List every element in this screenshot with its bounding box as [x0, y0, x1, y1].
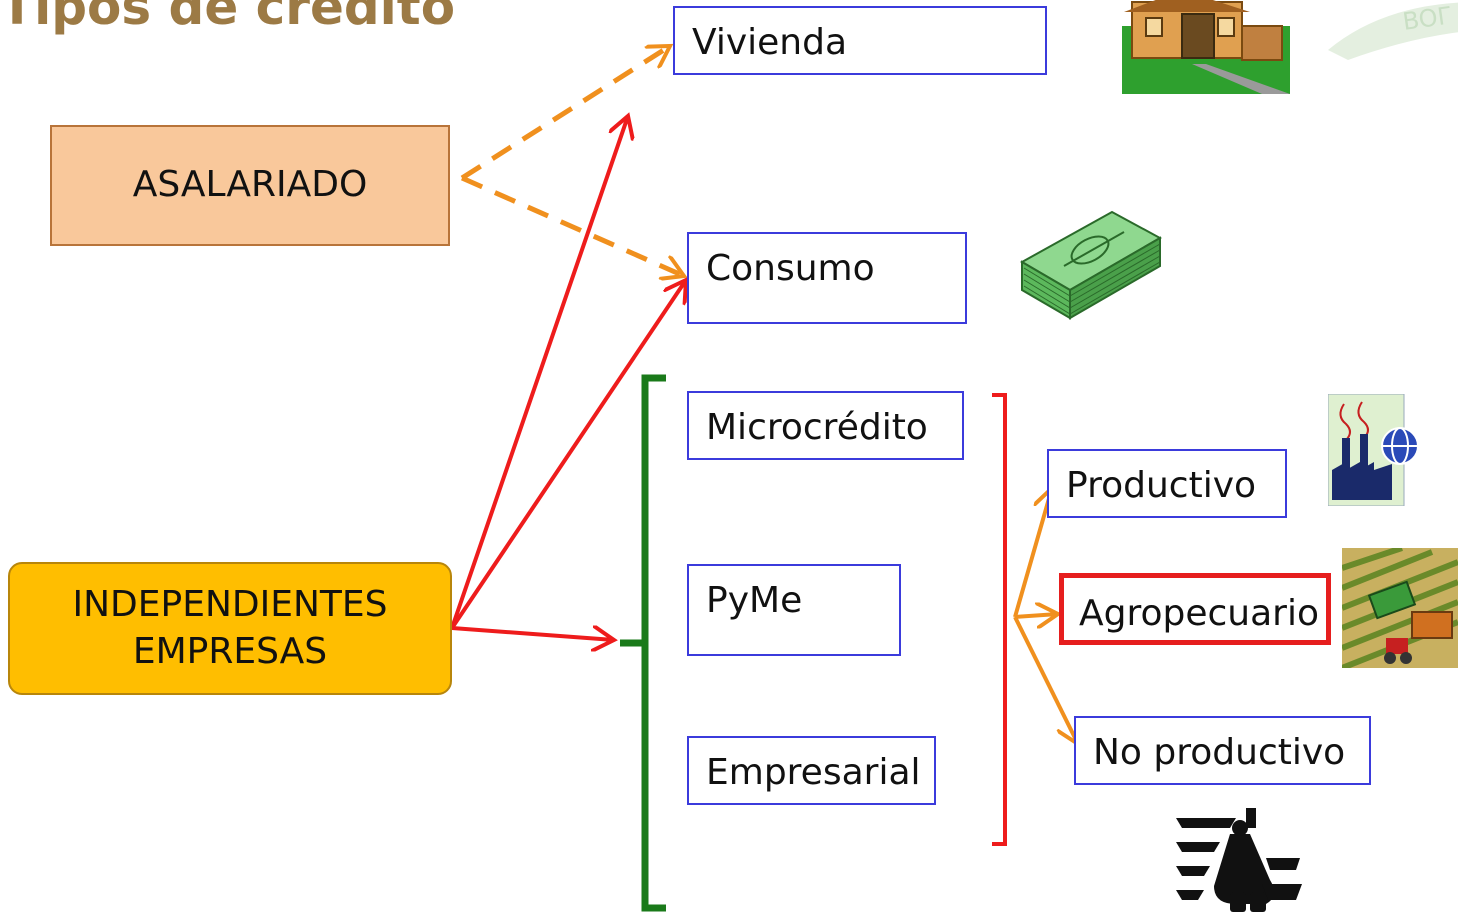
red-bracket — [992, 393, 1007, 846]
consumo-label: Consumo — [706, 248, 875, 289]
agropecuario-label: Agropecuario — [1079, 593, 1320, 634]
consumo-box: Consumo — [687, 232, 967, 324]
arrow-to-agropecuario — [1014, 614, 1058, 617]
pyme-label: PyMe — [706, 580, 803, 621]
microcredito-label: Microcrédito — [706, 407, 928, 448]
household-goods-icon — [1176, 808, 1302, 912]
productivo-label: Productivo — [1066, 465, 1257, 506]
page-title: Tipos de crédito — [0, 0, 456, 36]
green-bracket — [641, 374, 666, 912]
arrow-independientes-vivienda — [450, 116, 628, 629]
agropecuario-box: Agropecuario — [1059, 573, 1331, 645]
farm-icon — [1342, 548, 1458, 668]
independientes-box: INDEPENDIENTES EMPRESAS — [8, 562, 452, 695]
arrow-independientes-group — [451, 628, 614, 640]
independientes-label-line1: INDEPENDIENTES — [72, 583, 388, 625]
asalariado-box: ASALARIADO — [50, 125, 450, 246]
pyme-box: PyMe — [687, 564, 901, 656]
independientes-label-line2: EMPRESAS — [132, 630, 328, 672]
logo-watermark: BOГ — [1328, 1, 1458, 60]
no-productivo-label: No productivo — [1093, 732, 1346, 773]
arrow-to-no-productivo — [1013, 616, 1078, 744]
logo-text: BOГ — [1401, 1, 1454, 36]
factory-icon — [1328, 394, 1419, 506]
arrow-to-productivo — [1013, 488, 1052, 618]
house-icon — [1122, 0, 1290, 94]
money-icon — [1020, 210, 1162, 320]
empresarial-label: Empresarial — [706, 752, 921, 793]
productivo-box: Productivo — [1047, 449, 1287, 518]
asalariado-label: ASALARIADO — [132, 164, 368, 206]
no-productivo-box: No productivo — [1074, 716, 1371, 785]
empresarial-box: Empresarial — [687, 736, 936, 805]
microcredito-box: Microcrédito — [687, 391, 964, 460]
arrow-asalariado-consumo — [460, 175, 684, 276]
arrow-independientes-consumo — [450, 280, 686, 630]
vivienda-label: Vivienda — [692, 22, 848, 63]
vivienda-box: Vivienda — [673, 6, 1047, 75]
arrow-asalariado-vivienda — [460, 43, 670, 181]
